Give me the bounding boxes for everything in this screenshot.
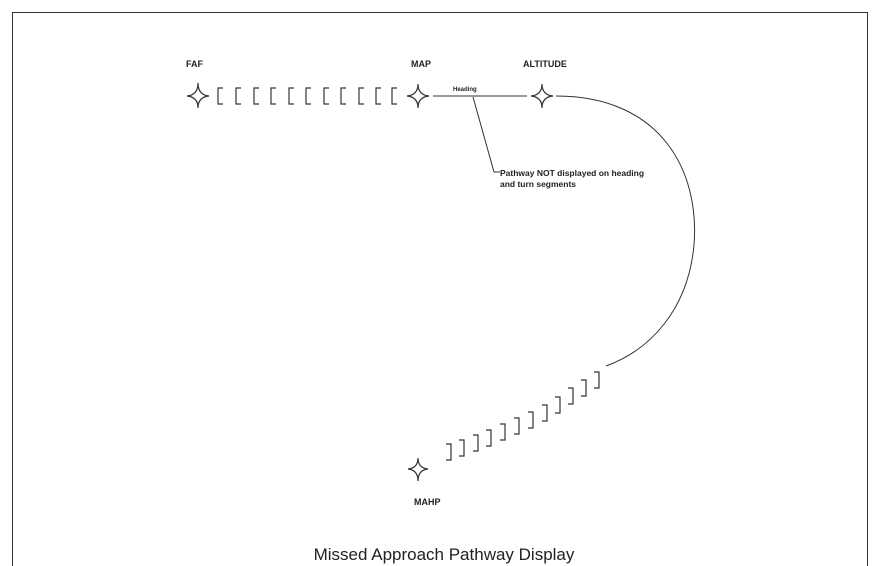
- mahp-waypoint-icon: [407, 457, 429, 482]
- heading-segment-label: Heading: [453, 87, 477, 93]
- callout-text-line2: and turn segments: [500, 179, 576, 189]
- bracket-icon: [391, 87, 397, 105]
- bracket-icon: [340, 87, 346, 105]
- bracket-icon: [514, 417, 520, 435]
- bracket-icon: [253, 87, 259, 105]
- bracket-icon: [270, 87, 276, 105]
- bracket-icon: [528, 411, 534, 429]
- turn-segment-arc: [555, 95, 696, 367]
- waypoint-label-altitude: ALTITUDE: [523, 59, 567, 69]
- bracket-icon: [235, 87, 241, 105]
- callout-leader-line: [472, 96, 495, 173]
- bracket-icon: [305, 87, 311, 105]
- callout-text-line1: Pathway NOT displayed on heading: [500, 168, 644, 178]
- bracket-icon: [581, 379, 587, 397]
- waypoint-label-faf: FAF: [186, 59, 204, 69]
- figure-frame: [12, 12, 868, 566]
- bracket-icon: [323, 87, 329, 105]
- bracket-icon: [555, 396, 561, 414]
- bracket-icon: [486, 429, 492, 447]
- altitude-waypoint-icon: [530, 83, 554, 109]
- faf-waypoint-icon: [186, 82, 210, 109]
- waypoint-label-map: MAP: [411, 59, 431, 69]
- bracket-icon: [375, 87, 381, 105]
- bracket-icon: [459, 439, 465, 457]
- bracket-icon: [358, 87, 364, 105]
- bracket-icon: [217, 87, 223, 105]
- missed-approach-pathway: [446, 371, 600, 461]
- approach-pathway: [217, 87, 397, 105]
- bracket-icon: [594, 371, 600, 389]
- map-waypoint-icon: [406, 83, 430, 109]
- bracket-icon: [446, 443, 452, 461]
- bracket-icon: [542, 404, 548, 422]
- bracket-icon: [473, 434, 479, 452]
- figure-caption: Missed Approach Pathway Display: [314, 545, 575, 564]
- waypoint-label-mahp: MAHP: [414, 497, 441, 507]
- bracket-icon: [568, 387, 574, 405]
- bracket-icon: [288, 87, 294, 105]
- bracket-icon: [500, 423, 506, 441]
